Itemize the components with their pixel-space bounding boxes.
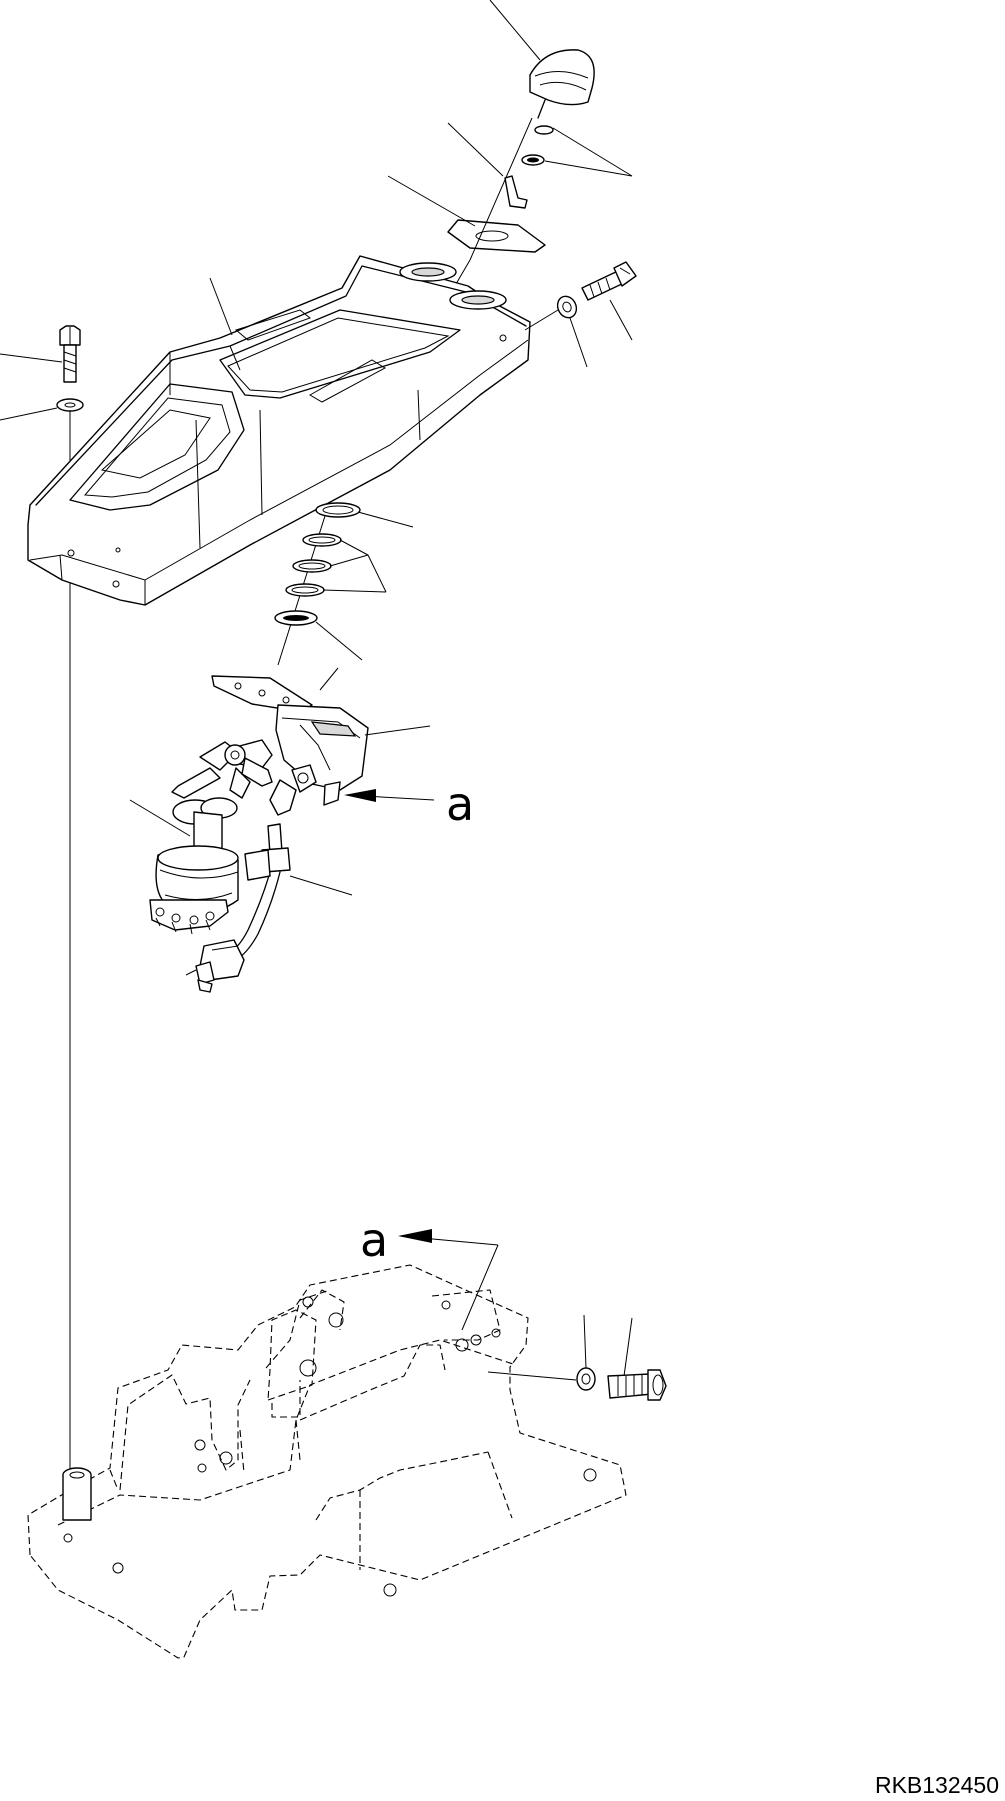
leader-wiring-harness: [289, 875, 353, 896]
drawing-code: RKB132450: [874, 1772, 999, 1798]
leader-gasket: [387, 175, 476, 227]
arrow-a-upper-head: [344, 789, 376, 802]
knob: [529, 49, 595, 119]
spring-pin: [504, 175, 528, 209]
washer-upper: [534, 125, 554, 135]
washer-right-upper: [556, 295, 578, 319]
bolt-right-upper: [581, 261, 637, 301]
leader-washers-b: [544, 160, 633, 177]
gasket-plate: [447, 219, 546, 253]
callout-letter-a-lower: a: [360, 1213, 388, 1267]
washer-right-lower: [576, 1367, 596, 1391]
leader-o-ring-top: [357, 511, 414, 528]
leader-bolt-right-lower: [623, 1317, 633, 1377]
base-frame-dashed: [27, 1264, 627, 1659]
leader-o-ring-bottom: [315, 621, 363, 661]
leader-knob: [489, 0, 541, 61]
leader-console-cover: [209, 277, 233, 336]
switch-housing: [269, 704, 369, 816]
bolt-left: [59, 325, 81, 383]
leader-bolt-right-upper: [609, 299, 633, 341]
leader-washer-right-lower: [583, 1314, 587, 1369]
arrow-a-lower-head: [398, 1229, 432, 1243]
o-rings: [274, 502, 361, 626]
leader-bracket: [319, 667, 339, 691]
leader-o-rings-c: [367, 554, 387, 593]
leader-washers-a: [552, 127, 633, 177]
callout-letter-a-upper: a: [446, 777, 474, 831]
leader-bolt-left: [0, 353, 63, 363]
leader-o-rings-b: [329, 554, 369, 567]
leader-washer-left: [0, 407, 58, 421]
console-cover: [27, 255, 531, 606]
bolt-right-lower: [607, 1369, 667, 1401]
leader-o-rings-a: [339, 539, 369, 556]
leader-ignition-switch: [129, 799, 191, 837]
keys: [171, 739, 273, 799]
leader-spring-pin: [447, 122, 504, 177]
wiring-harness: [185, 823, 291, 993]
ignition-switch: [149, 797, 239, 935]
washer-left: [56, 398, 84, 412]
leader-washer-right-upper: [569, 317, 588, 368]
leader-switch-housing: [364, 725, 431, 736]
